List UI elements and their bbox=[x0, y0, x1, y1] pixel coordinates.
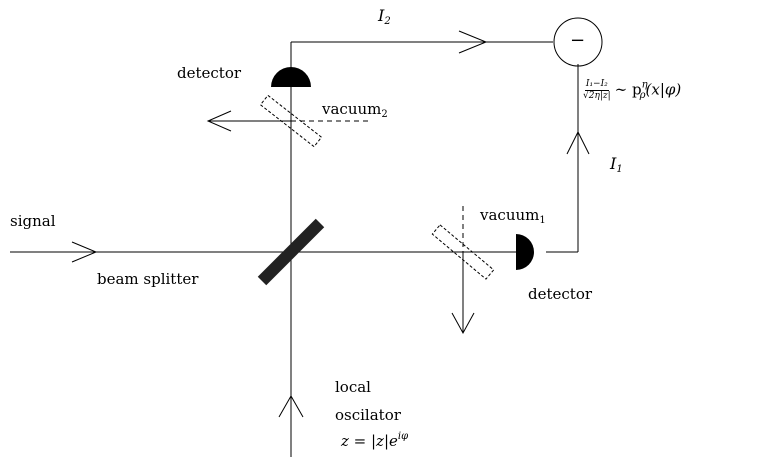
vacuum1-label: vacuum1 bbox=[480, 208, 546, 226]
subtractor-minus: − bbox=[570, 30, 586, 51]
top-detector-label: detector bbox=[177, 64, 242, 82]
z-formula-label: z = |z|eiφ bbox=[341, 432, 408, 449]
i1-arrow bbox=[566, 130, 590, 155]
vacuum2-text: vacuum bbox=[322, 100, 382, 118]
i2-subscript: 2 bbox=[384, 16, 391, 27]
right-detector-icon bbox=[516, 234, 534, 270]
vacuum2-arrow bbox=[206, 110, 232, 132]
beam-splitter bbox=[257, 218, 325, 286]
local-label: local bbox=[335, 378, 371, 396]
oscilator-label: oscilator bbox=[335, 406, 401, 424]
vacuum1-text: vacuum bbox=[480, 206, 540, 224]
subtractor-circle bbox=[553, 17, 603, 67]
i1-text: I bbox=[610, 154, 617, 173]
i2-label: I2 bbox=[378, 8, 391, 27]
i2-text: I bbox=[378, 6, 385, 25]
vacuum2-subscript: 2 bbox=[381, 109, 388, 120]
vacuum2-label: vacuum2 bbox=[322, 102, 388, 120]
beam-splitter-label: beam splitter bbox=[97, 270, 199, 288]
z-formula-exponent: iφ bbox=[397, 431, 409, 442]
relation-subscript: ρ bbox=[639, 89, 646, 101]
vacuum1-splitter bbox=[431, 224, 495, 280]
top-detector-icon bbox=[271, 67, 311, 87]
local-oscillator-arrow bbox=[278, 394, 304, 418]
output-relation: I₁−I₂ √2η|z| ∼ pηρ(x|φ) bbox=[583, 80, 681, 101]
vacuum1-arrow bbox=[451, 312, 475, 335]
relation-tail: (x|φ) bbox=[645, 80, 682, 99]
vacuum1-subscript: 1 bbox=[539, 215, 546, 226]
signal-label: signal bbox=[10, 212, 56, 230]
i1-label: I1 bbox=[610, 156, 623, 175]
i2-arrow bbox=[458, 30, 488, 54]
fraction-denominator: √2η|z| bbox=[583, 91, 611, 101]
relation-symbol: ∼ p bbox=[614, 80, 642, 99]
right-detector-label: detector bbox=[528, 285, 593, 303]
output-fraction: I₁−I₂ √2η|z| bbox=[583, 80, 611, 101]
signal-arrow bbox=[71, 241, 98, 263]
z-formula-text: z = |z|e bbox=[341, 432, 398, 450]
fraction-numerator: I₁−I₂ bbox=[584, 79, 609, 91]
i1-subscript: 1 bbox=[616, 164, 623, 175]
relation-superscript: η bbox=[641, 79, 648, 91]
